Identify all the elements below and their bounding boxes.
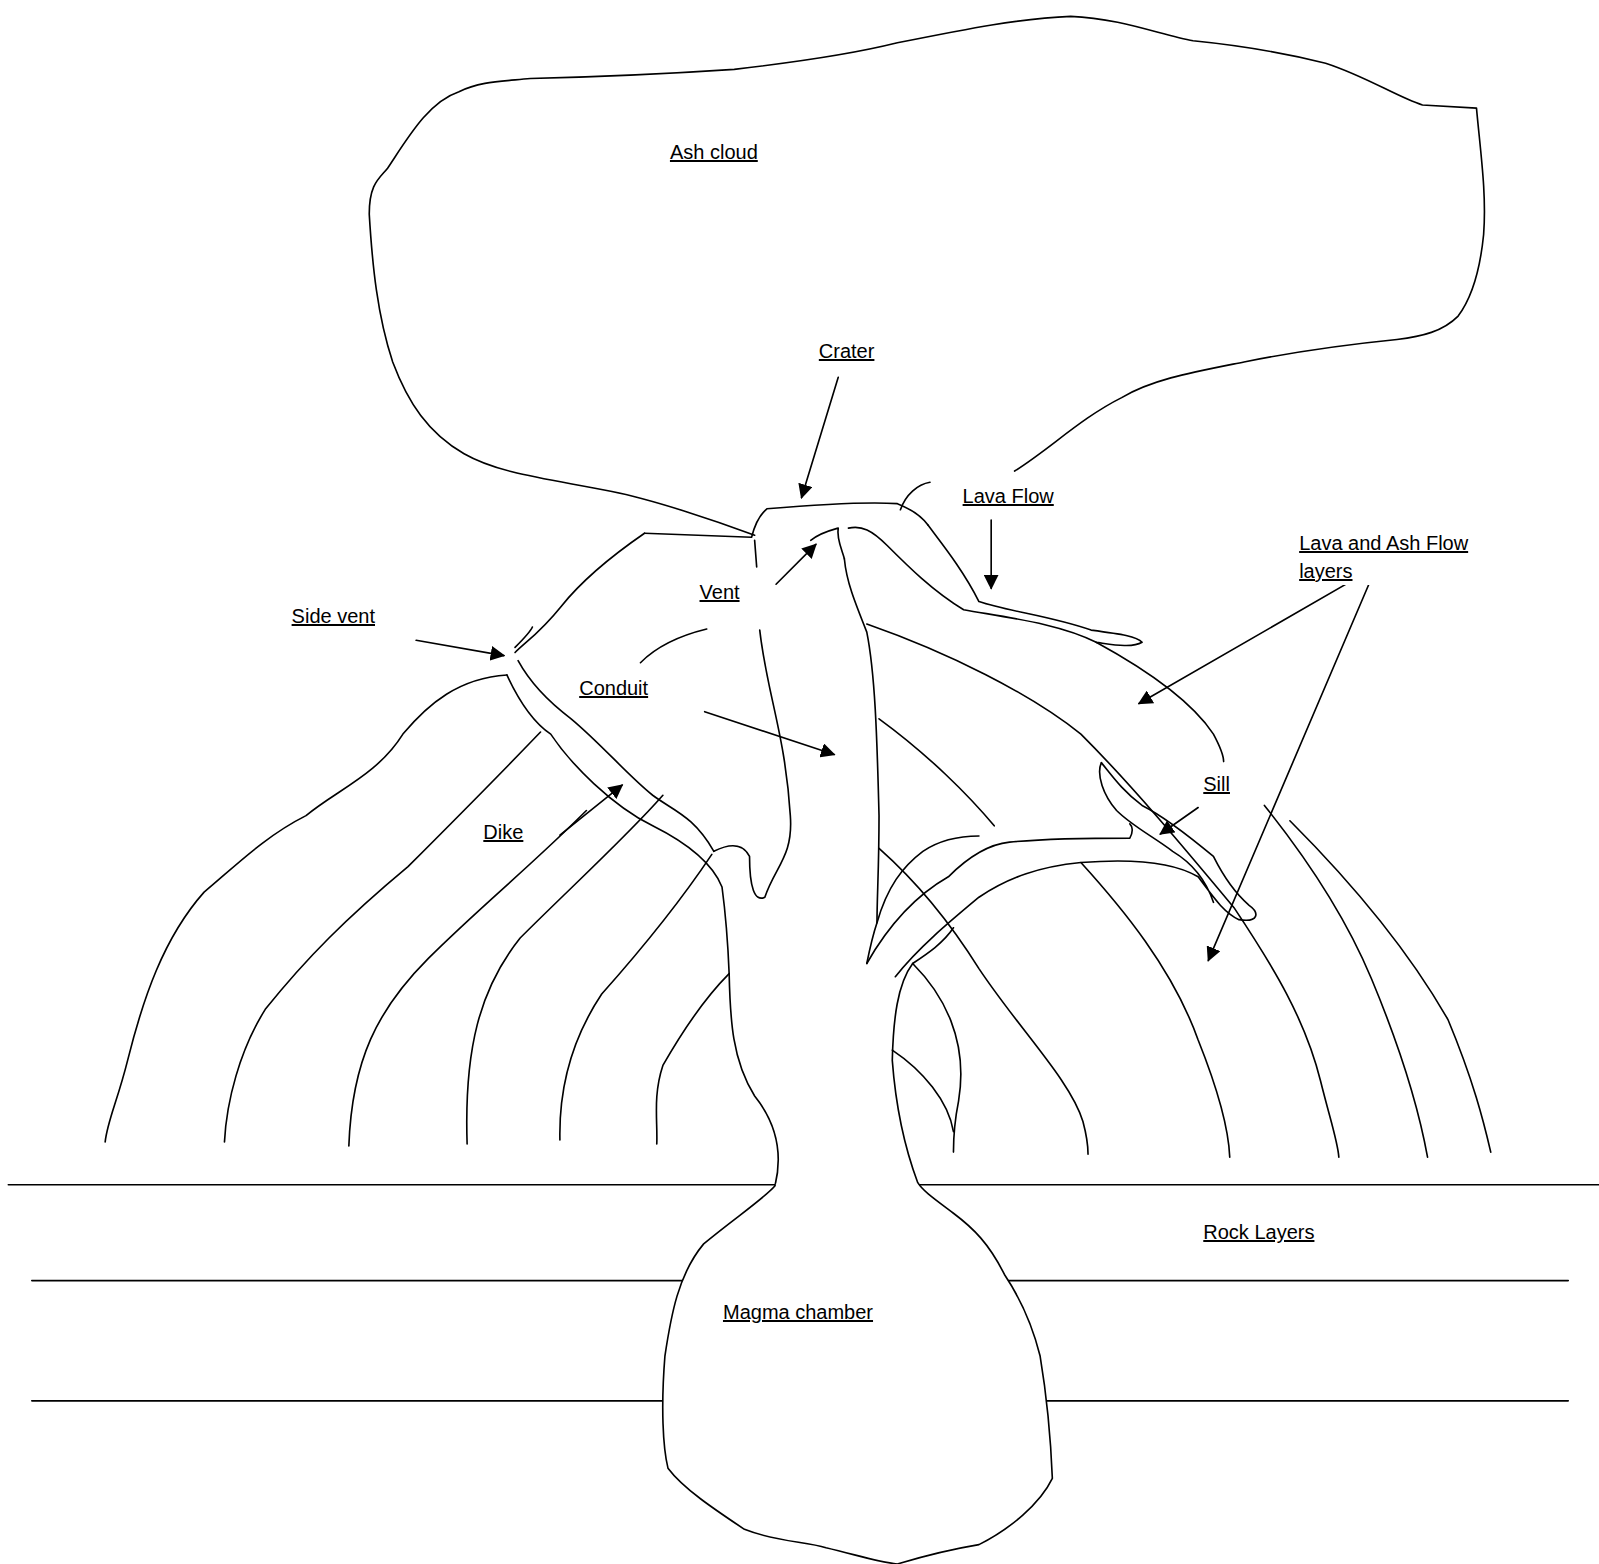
- part-label: Vent: [698, 578, 742, 606]
- conduit-wall: [844, 559, 879, 964]
- ash-cloud-outline: [369, 16, 1484, 535]
- crater-rim: [645, 503, 928, 537]
- part-label: Dike: [481, 818, 525, 846]
- dike: [507, 627, 778, 1186]
- part-label: Side vent: [290, 602, 377, 630]
- part-label: Lava and Ash Flow layers: [1297, 529, 1511, 585]
- part-label: Lava Flow: [961, 482, 1056, 510]
- leader-arrows: [416, 377, 1374, 960]
- part-label: Magma chamber: [721, 1298, 875, 1326]
- part-label: Ash cloud: [668, 138, 760, 166]
- volcano-slope-lines: [867, 624, 1491, 1157]
- part-label: Conduit: [577, 674, 650, 702]
- dike: [518, 661, 714, 852]
- sill: [867, 824, 1132, 964]
- part-label: Sill: [1201, 770, 1232, 798]
- lava-flow: [848, 482, 1142, 645]
- magma-chamber: [663, 928, 1053, 1564]
- volcano-slope-lines: [105, 533, 729, 1146]
- part-label: Rock Layers: [1201, 1218, 1316, 1246]
- part-label: Crater: [817, 337, 877, 365]
- vent-opening: [811, 528, 845, 559]
